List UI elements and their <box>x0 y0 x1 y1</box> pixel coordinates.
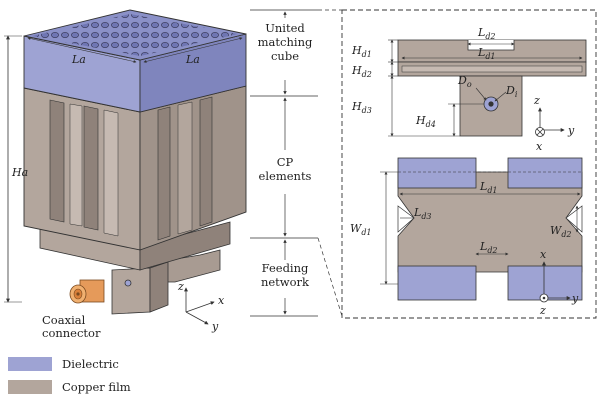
cp-side-slot-2 <box>199 96 213 227</box>
ld1-top-label: Ld1 <box>477 46 496 61</box>
la-left-label: La <box>71 53 86 66</box>
detail-top-axes: x y z <box>539 248 579 317</box>
ld2-bottom-label: Ld2 <box>479 240 498 255</box>
ld2-top-label: Ld2 <box>477 26 496 41</box>
legend-label-copper: Copper film <box>62 380 131 394</box>
legend-label-dielectric: Dielectric <box>62 357 119 371</box>
detail-top-dimensions: Wd1 Wd2 Ld1 Ld2 Ld3 <box>350 171 581 285</box>
legend: Dielectric Copper film <box>8 357 131 394</box>
feed-stub-side <box>149 261 169 313</box>
coaxial-connector <box>69 279 105 304</box>
detail-side-axis-z: z <box>533 94 540 107</box>
axis-y-3d: y <box>211 320 219 333</box>
hd1-label: Hd1 <box>351 44 372 59</box>
hd2-label: Hd2 <box>351 64 372 79</box>
axis-z-3d: z <box>177 280 184 293</box>
zoom-line-bottom <box>317 237 343 317</box>
detail-top-axis-x: x <box>540 248 547 261</box>
ld1-bottom-label: Ld1 <box>479 180 498 195</box>
detail-top-view <box>397 157 583 301</box>
cp-side-slot-1 <box>157 106 171 241</box>
detail-side-dimensions: Hd1 Hd2 Hd3 Hd4 Ld2 Ld1 Do Di <box>351 26 583 137</box>
di-label: Di <box>505 84 518 99</box>
legend-swatch-copper <box>8 380 52 394</box>
detail-side-axis-y: y <box>567 124 575 137</box>
axis-x-3d: x <box>218 294 225 307</box>
hd3-label: Hd3 <box>351 100 372 115</box>
la-right-label: La <box>185 53 200 66</box>
feed-hole <box>124 279 132 287</box>
cp-slot-2 <box>83 105 99 231</box>
detail-side-axis-x: x <box>536 140 543 153</box>
ha-label: Ha <box>11 166 28 179</box>
detail-side-axes: z y x <box>533 94 575 153</box>
ld3-label: Ld3 <box>413 206 432 221</box>
do-label: Do <box>457 74 472 89</box>
axes-3d: z x y <box>177 280 225 333</box>
wd1-label: Wd1 <box>350 222 372 237</box>
detail-top-axis-y: y <box>571 292 579 305</box>
cp-side-slot-3 <box>177 101 193 235</box>
legend-swatch-dielectric <box>8 357 52 371</box>
cp-slot-4 <box>103 109 119 237</box>
detail-top-axis-z: z <box>539 304 546 317</box>
cp-slot-1 <box>49 99 65 223</box>
hd4-label: Hd4 <box>415 114 436 129</box>
feed-stub <box>111 267 151 315</box>
feed-step-side <box>139 221 231 271</box>
detail-side-view <box>397 39 587 137</box>
wd2-label: Wd2 <box>550 224 572 239</box>
cp-slot-3 <box>69 103 83 227</box>
